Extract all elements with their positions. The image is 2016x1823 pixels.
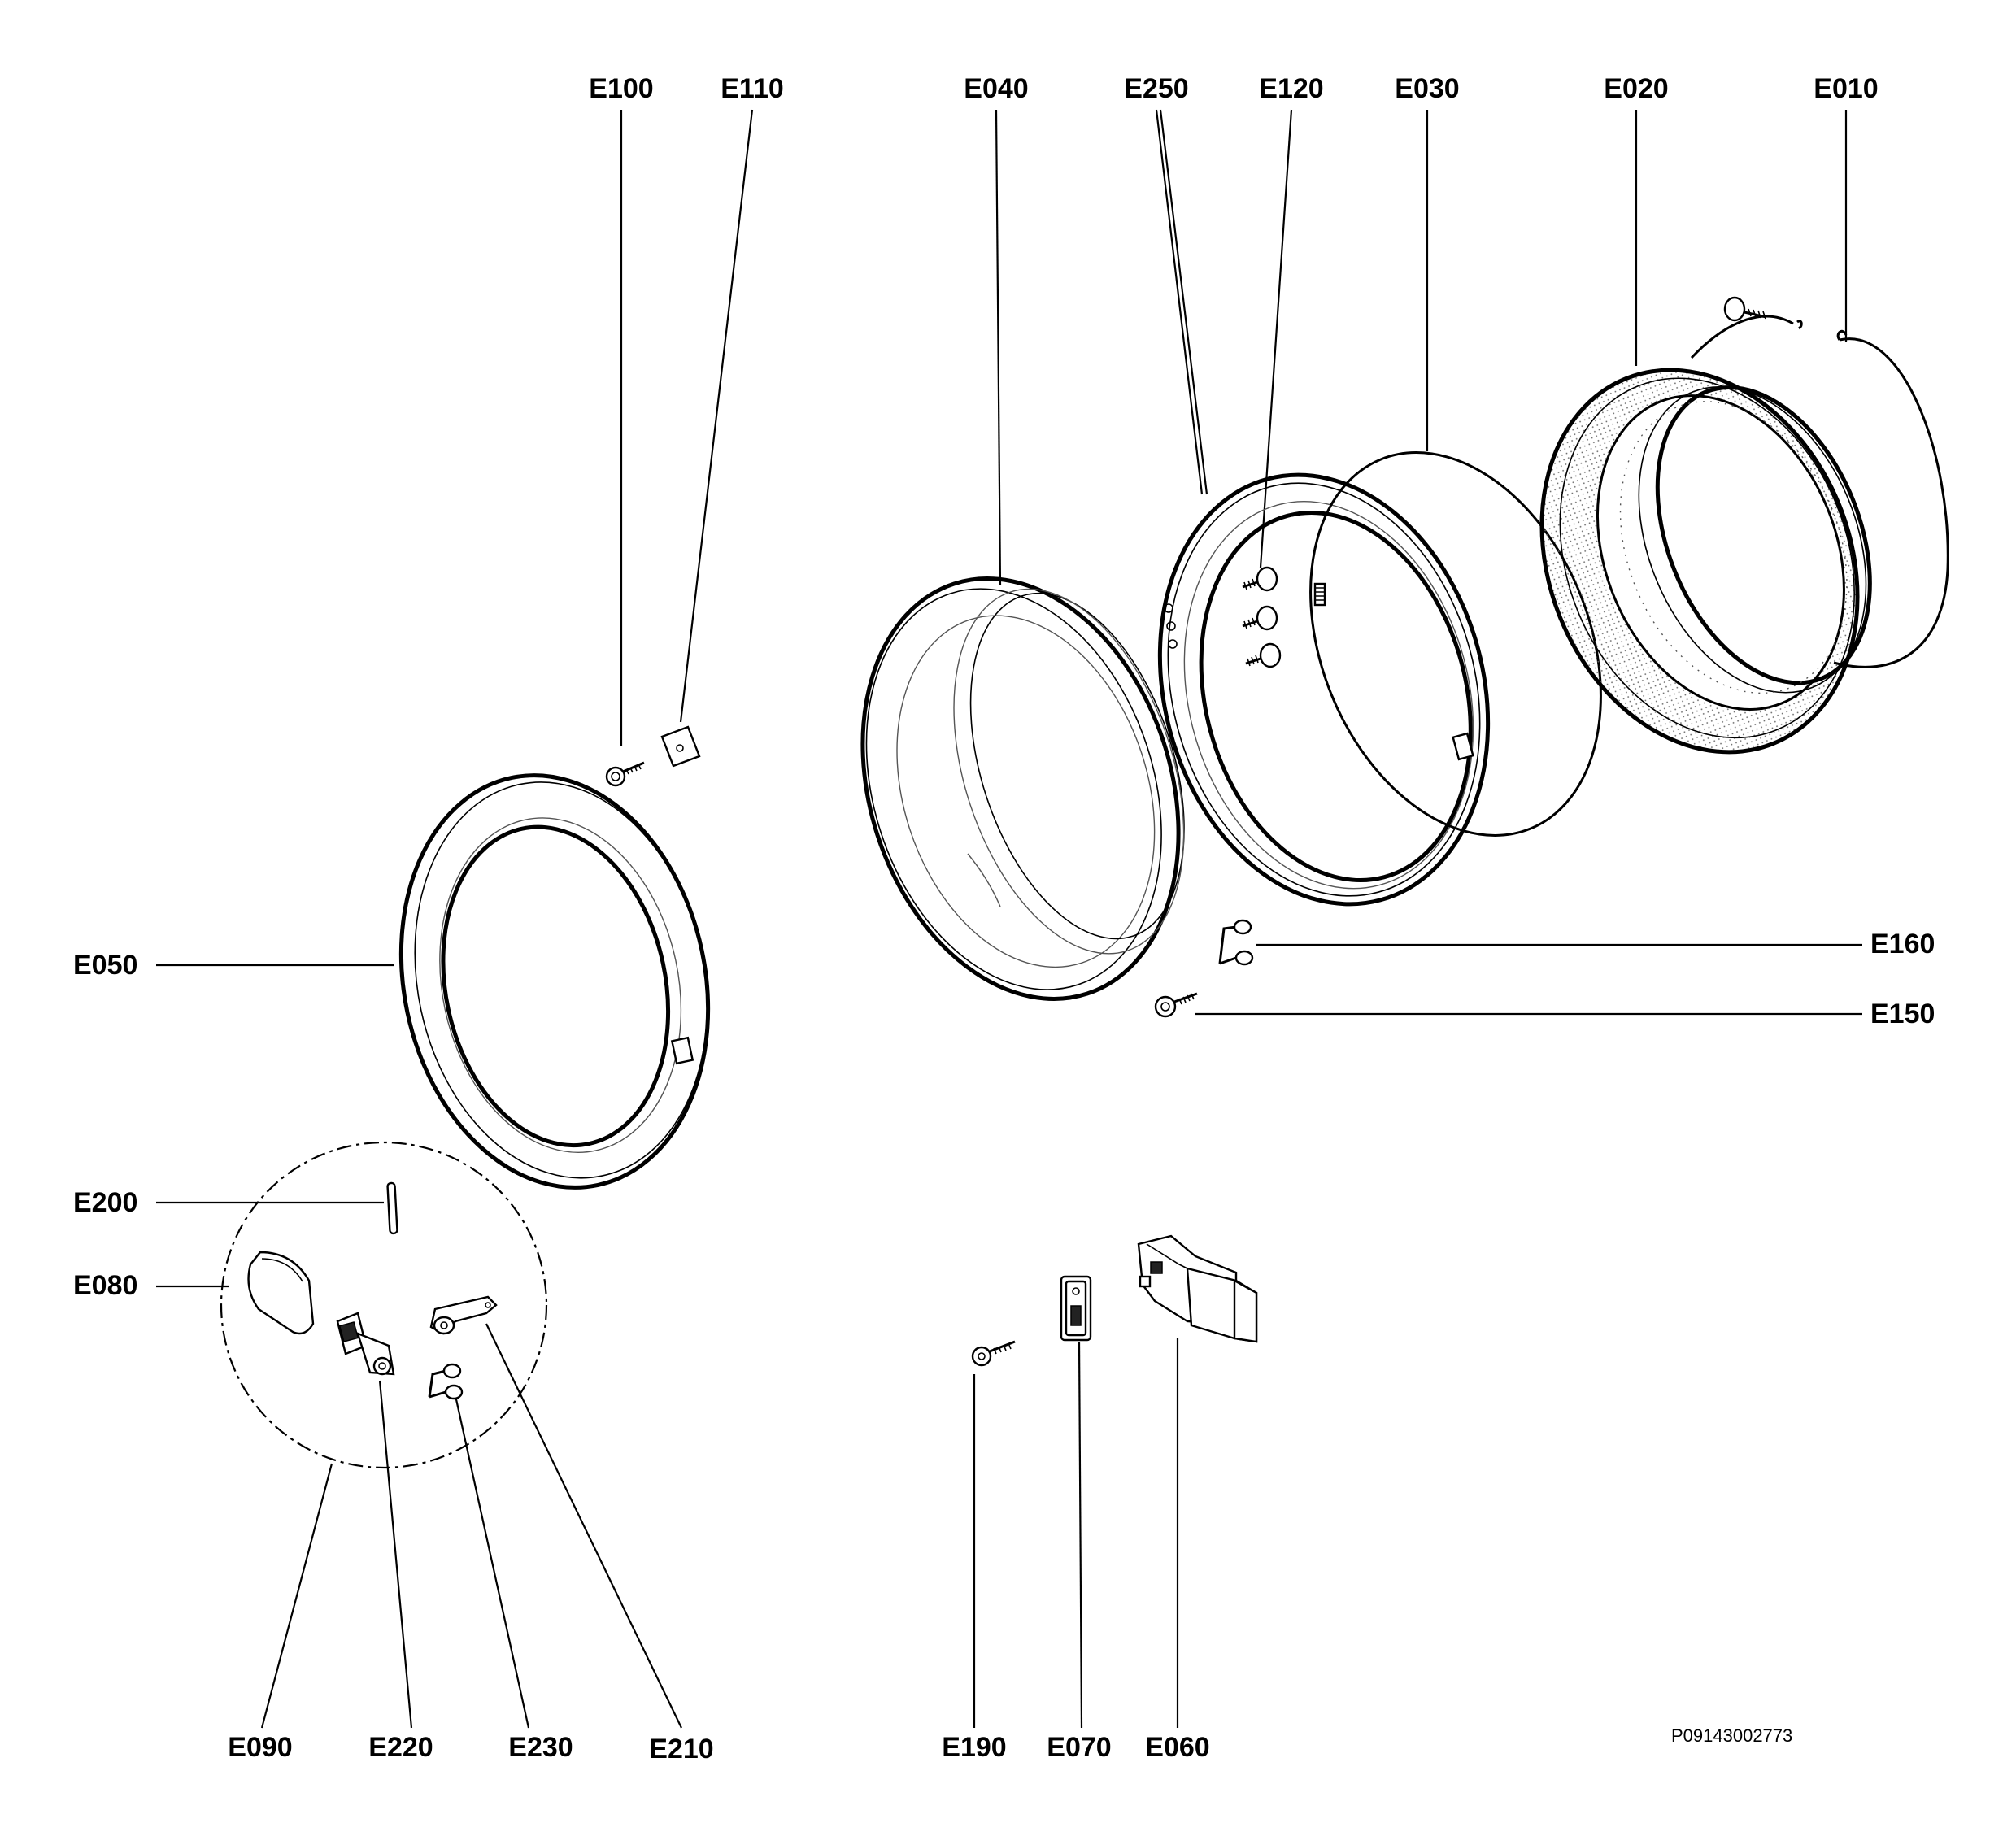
label-e200: E200 — [73, 1187, 137, 1218]
e250-hinge-holes — [1164, 603, 1178, 649]
leader-e230 — [453, 1391, 530, 1729]
label-e070: E070 — [1047, 1732, 1111, 1763]
part-e100-screw — [605, 761, 645, 787]
drawing-reference-code: P09143002773 — [1671, 1725, 1792, 1746]
label-e120: E120 — [1259, 73, 1323, 104]
leader-e120 — [1259, 109, 1293, 568]
part-e070-strike-plate — [1060, 1275, 1092, 1342]
e030-spring — [1313, 582, 1326, 607]
leader-e090 — [260, 1463, 333, 1729]
part-e110-clip — [660, 725, 701, 768]
part-e040-door-glass — [860, 576, 1185, 1001]
e040-glass-highlight — [967, 853, 1001, 907]
label-e060: E060 — [1145, 1732, 1209, 1763]
leader-e250-a — [1155, 109, 1204, 495]
part-e020-door-gasket — [1539, 368, 1872, 755]
part-e250-inner-door-frame — [1157, 472, 1491, 907]
label-e230: E230 — [508, 1732, 573, 1763]
leader-e110 — [679, 109, 754, 723]
part-e200-pin — [386, 1181, 398, 1235]
leader-e210 — [485, 1323, 682, 1729]
leader-e220 — [378, 1380, 413, 1729]
label-e100: E100 — [589, 73, 653, 104]
label-e030: E030 — [1395, 73, 1459, 104]
part-e080-handle-cover — [247, 1251, 315, 1335]
label-e050: E050 — [73, 950, 137, 981]
leader-e040 — [995, 109, 1002, 586]
part-e060-door-lock — [1137, 1234, 1258, 1343]
leader-e070 — [1078, 1341, 1083, 1729]
part-e230-spring — [428, 1363, 464, 1400]
label-e160: E160 — [1870, 929, 1935, 959]
leader-e250-b — [1159, 109, 1208, 495]
part-e120-screws — [1242, 566, 1282, 668]
part-e210-latch-hook — [429, 1295, 498, 1335]
e250-lock-slot — [1452, 732, 1474, 761]
part-e220-handle-lever — [336, 1312, 395, 1376]
label-e190: E190 — [942, 1732, 1006, 1763]
label-e150: E150 — [1870, 999, 1935, 1029]
part-e010-clamp-ring — [1690, 315, 1949, 668]
leader-lines — [156, 109, 1862, 1729]
part-gasket-screw — [1723, 296, 1767, 322]
label-e110: E110 — [721, 73, 784, 104]
part-e090-handle-assembly-detail — [220, 1141, 548, 1469]
part-e190-screw — [971, 1340, 1016, 1367]
label-e220: E220 — [368, 1732, 433, 1763]
part-e150-screw — [1154, 992, 1198, 1018]
part-e160-hinge-spring — [1218, 919, 1254, 966]
label-e090: E090 — [228, 1732, 292, 1763]
label-e010: E010 — [1814, 73, 1878, 104]
label-e250: E250 — [1124, 73, 1188, 104]
e050-hinge-slot — [670, 1036, 694, 1065]
label-e020: E020 — [1604, 73, 1668, 104]
part-e050-outer-door-frame — [398, 773, 711, 1190]
label-e040: E040 — [964, 73, 1028, 104]
label-e210: E210 — [649, 1734, 713, 1764]
label-e080: E080 — [73, 1270, 137, 1301]
